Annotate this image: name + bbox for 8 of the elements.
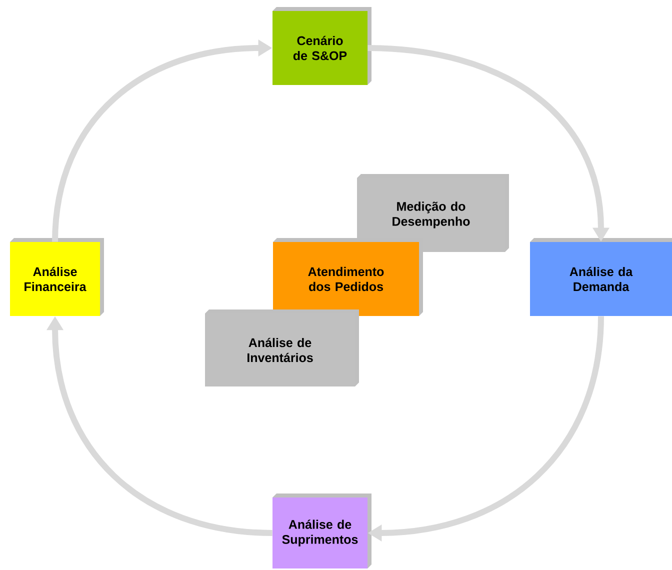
process-box: Cenário de S&OP (272, 7, 372, 85)
process-box: Análise Financeira (10, 238, 104, 316)
process-box: Análise de Suprimentos (272, 493, 372, 568)
process-box: Atendimento dos Pedidos (273, 238, 423, 316)
node-label: Atendimento dos Pedidos (308, 266, 384, 292)
process-box: Medição do Desempenho (357, 174, 509, 252)
process-box: Análise da Demanda (530, 238, 672, 316)
process-box: Análise de Inventários (205, 310, 359, 386)
